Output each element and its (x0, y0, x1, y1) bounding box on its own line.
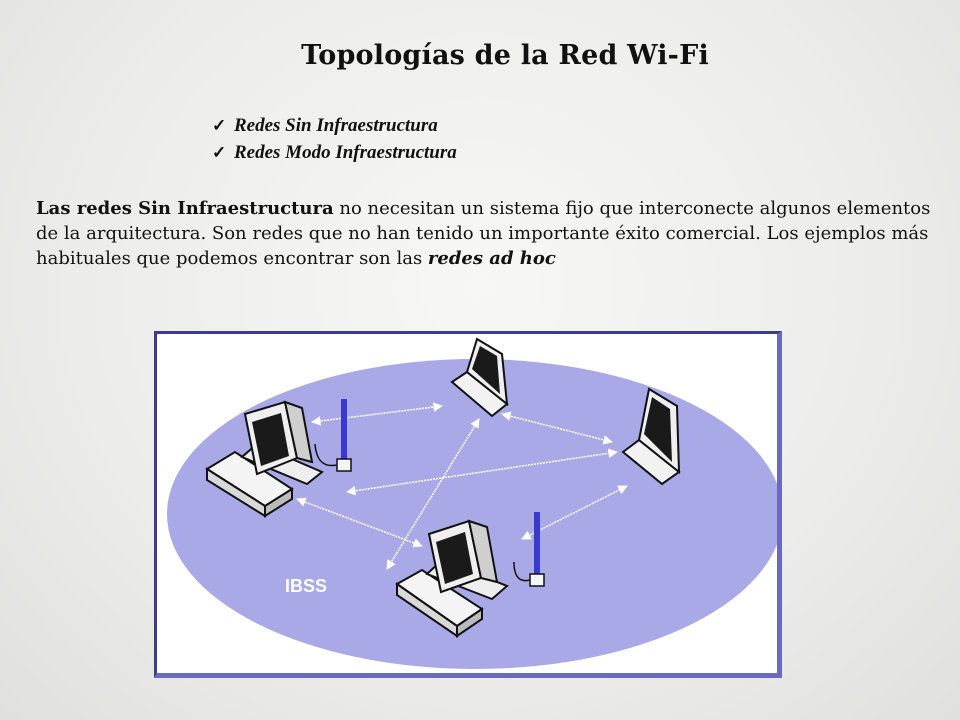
arrow-laptop-top-desktop-bottom (386, 418, 480, 570)
ibss-diagram: IBSS (154, 331, 782, 678)
desktop-computer-icon (395, 519, 509, 638)
ibss-label: IBSS (285, 576, 327, 596)
desktop-computer-icon (205, 400, 324, 518)
antenna-icon (513, 512, 545, 587)
description-paragraph: Las redes Sin Infraestructura no necesit… (36, 196, 936, 271)
paragraph-bold-lead: Las redes Sin Infraestructura (36, 198, 334, 219)
paragraph-body: no necesitan un sistema fijo que interco… (36, 198, 931, 269)
checkmark-icon: ✓ (212, 142, 227, 162)
list-item-label: Redes Sin Infraestructura (234, 114, 438, 136)
ibss-diagram-svg: IBSS (167, 337, 777, 669)
arrow-desktop-laptop-top (311, 402, 443, 426)
list-item: ✓ Redes Sin Infraestructura (212, 112, 457, 139)
paragraph-italic-tail: redes ad hoc (427, 248, 556, 269)
list-item: ✓ Redes Modo Infraestructura (212, 139, 457, 166)
arrow-laptop-top-laptop-right (501, 411, 613, 445)
list-item-label: Redes Modo Infraestructura (234, 141, 457, 163)
laptop-icon (621, 387, 681, 486)
slide-title: Topologías de la Red Wi-Fi (301, 40, 709, 71)
antenna-icon (314, 399, 352, 472)
laptop-icon (450, 337, 509, 418)
checkmark-icon: ✓ (212, 115, 227, 135)
arrow-desktop-desktop-bottom (296, 497, 423, 548)
topology-list: ✓ Redes Sin Infraestructura ✓ Redes Modo… (212, 112, 457, 166)
